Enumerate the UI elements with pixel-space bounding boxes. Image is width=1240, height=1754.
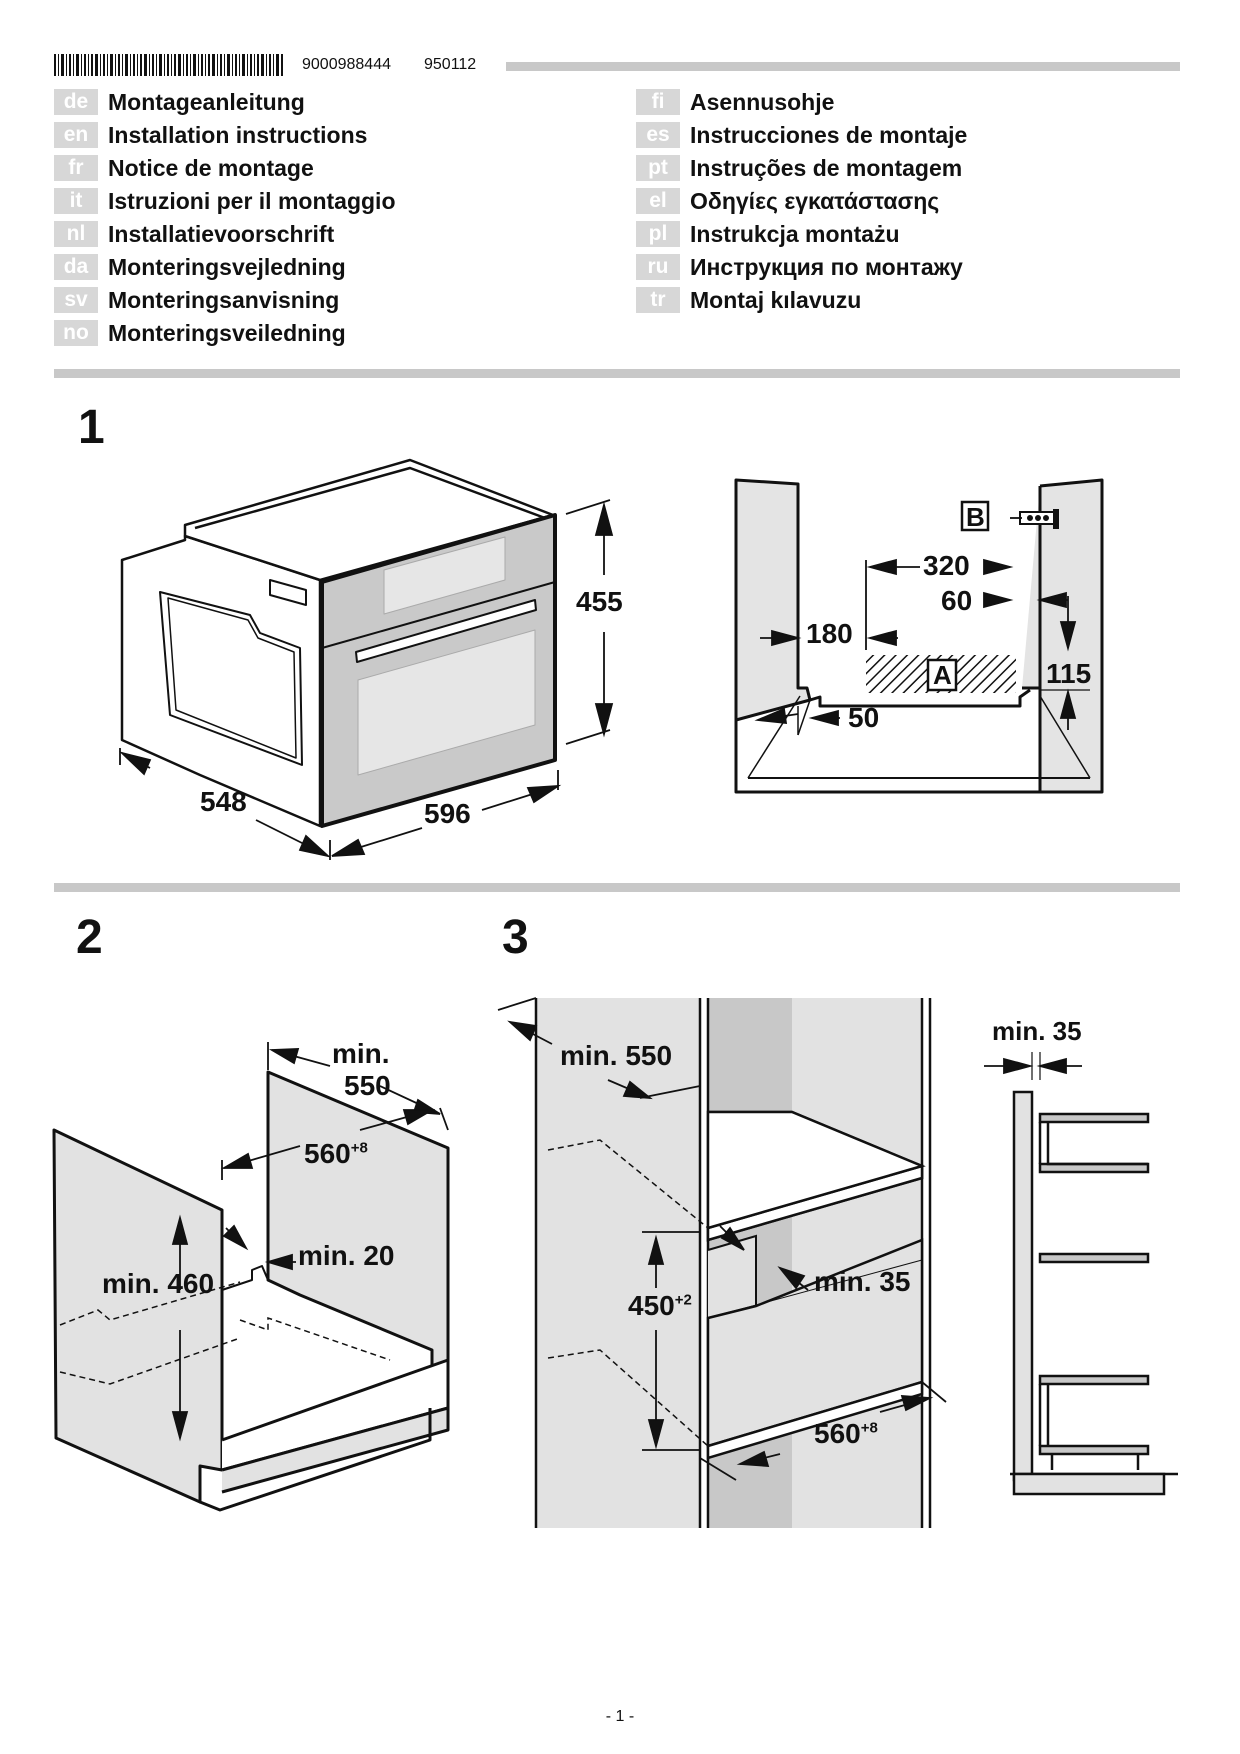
niche-dim-50: 50 <box>848 702 880 733</box>
figure-3-number: 3 <box>502 911 529 964</box>
language-title: Asennusohje <box>690 88 835 115</box>
language-title: Инструкция по монтажу <box>690 253 963 280</box>
section-rule-2 <box>54 883 1180 892</box>
page-number: - 1 - <box>605 1708 635 1725</box>
niche-dim-320: 320 <box>923 550 970 581</box>
language-code: tr <box>636 287 680 313</box>
section-rule-1 <box>54 369 1180 378</box>
language-title: Installatievoorschrift <box>108 220 335 247</box>
doc-version: 950112 <box>424 56 477 73</box>
fig3-height-tolerance: +2 <box>674 1291 692 1309</box>
label-a: A <box>933 660 952 690</box>
figure-1-number: 1 <box>78 401 105 454</box>
language-row-es: es Instrucciones de montaje <box>636 121 967 149</box>
language-code: fi <box>636 89 680 115</box>
fig3-height-value: 450 <box>628 1290 675 1321</box>
niche-dim-115: 115 <box>1046 658 1092 689</box>
language-code: de <box>54 89 98 115</box>
language-code: el <box>636 188 680 214</box>
language-code: pt <box>636 155 680 181</box>
language-row-no: no Monteringsveiledning <box>54 319 346 347</box>
language-code: sv <box>54 287 98 313</box>
fig2-depth-min: min. <box>332 1038 390 1069</box>
fig3-depth: min. 550 <box>560 1040 673 1071</box>
language-title: Notice de montage <box>108 154 314 181</box>
language-code: nl <box>54 221 98 247</box>
label-a-box <box>926 658 958 692</box>
fig3-height: 450+2 <box>628 1290 692 1322</box>
language-title: Instruções de montagem <box>690 154 963 181</box>
language-title: Monteringsvejledning <box>108 253 346 280</box>
language-row-tr: tr Montaj kılavuzu <box>636 286 861 314</box>
language-row-sv: sv Monteringsanvisning <box>54 286 339 314</box>
fig3-width-value: 560 <box>814 1418 861 1449</box>
oven-depth-label: 548 <box>200 786 247 817</box>
language-code: no <box>54 320 98 346</box>
language-row-pl: pl Instrukcja montażu <box>636 220 900 248</box>
figure-2-number: 2 <box>76 911 103 964</box>
language-row-el: el Οδηγίες εγκατάστασης <box>636 187 939 215</box>
language-code: pl <box>636 221 680 247</box>
niche-dim-180: 180 <box>806 618 853 649</box>
header-rule <box>506 62 1180 71</box>
oven-height-label: 455 <box>576 586 623 617</box>
label-b-box <box>960 500 990 532</box>
language-code: da <box>54 254 98 280</box>
fig2-gap: min. 20 <box>298 1240 395 1271</box>
language-title: Instrucciones de montaje <box>690 121 968 148</box>
niche-dim-60: 60 <box>941 585 973 616</box>
language-code: it <box>54 188 98 214</box>
language-title: Οδηγίες εγκατάστασης <box>690 187 940 214</box>
language-row-da: da Monteringsvejledning <box>54 253 346 281</box>
fig2-width-tolerance: +8 <box>350 1139 368 1157</box>
language-code: en <box>54 122 98 148</box>
language-row-en: en Installation instructions <box>54 121 367 149</box>
language-row-fr: fr Notice de montage <box>54 154 314 182</box>
fig3-vent: min. 35 <box>814 1266 911 1297</box>
language-row-pt: pt Instruções de montagem <box>636 154 962 182</box>
fig2-height: min. 460 <box>102 1268 215 1299</box>
language-title: Istruzioni per il montaggio <box>108 187 396 214</box>
language-title: Instrukcja montażu <box>690 220 900 247</box>
doc-number: 9000988444 <box>302 56 391 73</box>
fig3-width: 560+8 <box>814 1418 878 1450</box>
fig2-width: 560+8 <box>304 1138 368 1170</box>
language-title: Montageanleitung <box>108 88 305 115</box>
language-code: fr <box>54 155 98 181</box>
language-title: Installation instructions <box>108 121 368 148</box>
fig2-depth-value: 550 <box>344 1070 391 1101</box>
language-row-it: it Istruzioni per il montaggio <box>54 187 396 215</box>
fig3-side-gap: min. 35 <box>992 1016 1082 1046</box>
language-title: Monteringsveiledning <box>108 319 346 346</box>
language-row-nl: nl Installatievoorschrift <box>54 220 334 248</box>
oven-width-label: 596 <box>424 798 471 829</box>
fig2-width-value: 560 <box>304 1138 351 1169</box>
language-row-de: de Montageanleitung <box>54 88 305 116</box>
barcode <box>54 54 283 76</box>
language-code: ru <box>636 254 680 280</box>
label-b: B <box>966 502 985 532</box>
language-title: Montaj kılavuzu <box>690 286 862 313</box>
language-row-fi: fi Asennusohje <box>636 88 834 116</box>
fig3-width-tolerance: +8 <box>860 1419 878 1437</box>
language-row-ru: ru Инструкция по монтажу <box>636 253 963 281</box>
language-title: Monteringsanvisning <box>108 286 340 313</box>
language-code: es <box>636 122 680 148</box>
